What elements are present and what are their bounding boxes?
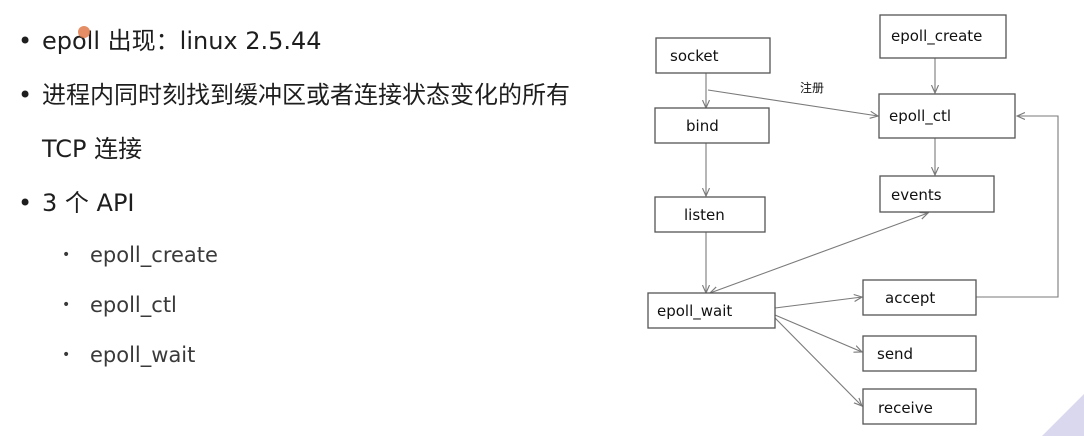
- edge-epoll-wait-to-receive: [774, 317, 862, 406]
- node-bind: bind: [654, 107, 770, 144]
- node-epoll-create-box: [879, 14, 1007, 59]
- sub-bullet-text: epoll_wait: [90, 343, 196, 367]
- decorative-corner: [1042, 394, 1084, 436]
- node-receive: receive: [862, 388, 977, 425]
- node-bind-label: bind: [686, 117, 719, 135]
- node-epoll-ctl-box: [878, 93, 1016, 139]
- node-socket-box: [655, 37, 771, 74]
- node-events-label: events: [891, 186, 942, 204]
- bullet-dot: •: [18, 81, 33, 109]
- node-events-box: [879, 175, 995, 213]
- node-receive-box: [862, 388, 977, 425]
- sub-bullet-dot: •: [62, 347, 71, 363]
- bullet-text: 进程内同时刻找到缓冲区或者连接状态变化的所有 TCP 连接: [42, 81, 570, 163]
- node-send: send: [862, 335, 977, 372]
- node-epoll-create-label: epoll_create: [891, 27, 982, 46]
- bullet-api-count: • 3 个 API: [18, 176, 618, 230]
- edge-epoll-wait-to-send: [774, 314, 862, 352]
- node-epoll-wait-label: epoll_wait: [657, 302, 732, 321]
- bullet-epoll-description: • 进程内同时刻找到缓冲区或者连接状态变化的所有 TCP 连接: [18, 68, 618, 176]
- node-socket-label: socket: [670, 47, 719, 65]
- node-listen: listen: [654, 196, 766, 233]
- edge-accept-to-epoll-ctl: [976, 116, 1059, 298]
- bullet-dot: •: [18, 189, 33, 217]
- edge-label-register: 注册: [800, 80, 824, 95]
- node-bind-box: [654, 107, 770, 144]
- node-socket: socket: [655, 37, 771, 74]
- node-accept-label: accept: [885, 289, 935, 307]
- node-send-box: [862, 335, 977, 372]
- node-accept-box: [862, 279, 977, 316]
- edge-socket-register-epoll-ctl: [707, 89, 878, 116]
- bullet-dot: •: [18, 27, 33, 55]
- bullet-list: • epoll 出现：linux 2.5.44 • 进程内同时刻找到缓冲区或者连…: [18, 14, 618, 380]
- sub-bullet-dot: •: [62, 297, 71, 313]
- node-accept: accept: [862, 279, 977, 316]
- node-epoll-ctl-label: epoll_ctl: [889, 107, 951, 126]
- edge-events-to-epoll-wait: [710, 213, 928, 293]
- sub-bullet-text: epoll_create: [90, 243, 218, 267]
- node-listen-label: listen: [684, 206, 725, 224]
- sub-bullet-epoll-ctl: • epoll_ctl: [62, 280, 618, 330]
- node-listen-box: [654, 196, 766, 233]
- sub-bullet-epoll-wait: • epoll_wait: [62, 330, 618, 380]
- node-epoll-wait: epoll_wait: [647, 292, 776, 329]
- node-epoll-ctl: epoll_ctl: [878, 93, 1016, 139]
- sub-bullet-dot: •: [62, 247, 71, 263]
- sub-bullet-epoll-create: • epoll_create: [62, 230, 618, 280]
- pointer-cursor-mark: [78, 26, 90, 38]
- node-events: events: [879, 175, 995, 213]
- node-epoll-wait-box: [647, 292, 776, 329]
- sub-bullet-text: epoll_ctl: [90, 293, 177, 317]
- node-epoll-create: epoll_create: [879, 14, 1007, 59]
- bullet-text: 3 个 API: [42, 189, 135, 217]
- node-receive-label: receive: [878, 399, 933, 417]
- edge-epoll-wait-to-accept: [774, 297, 862, 309]
- node-send-label: send: [877, 345, 913, 363]
